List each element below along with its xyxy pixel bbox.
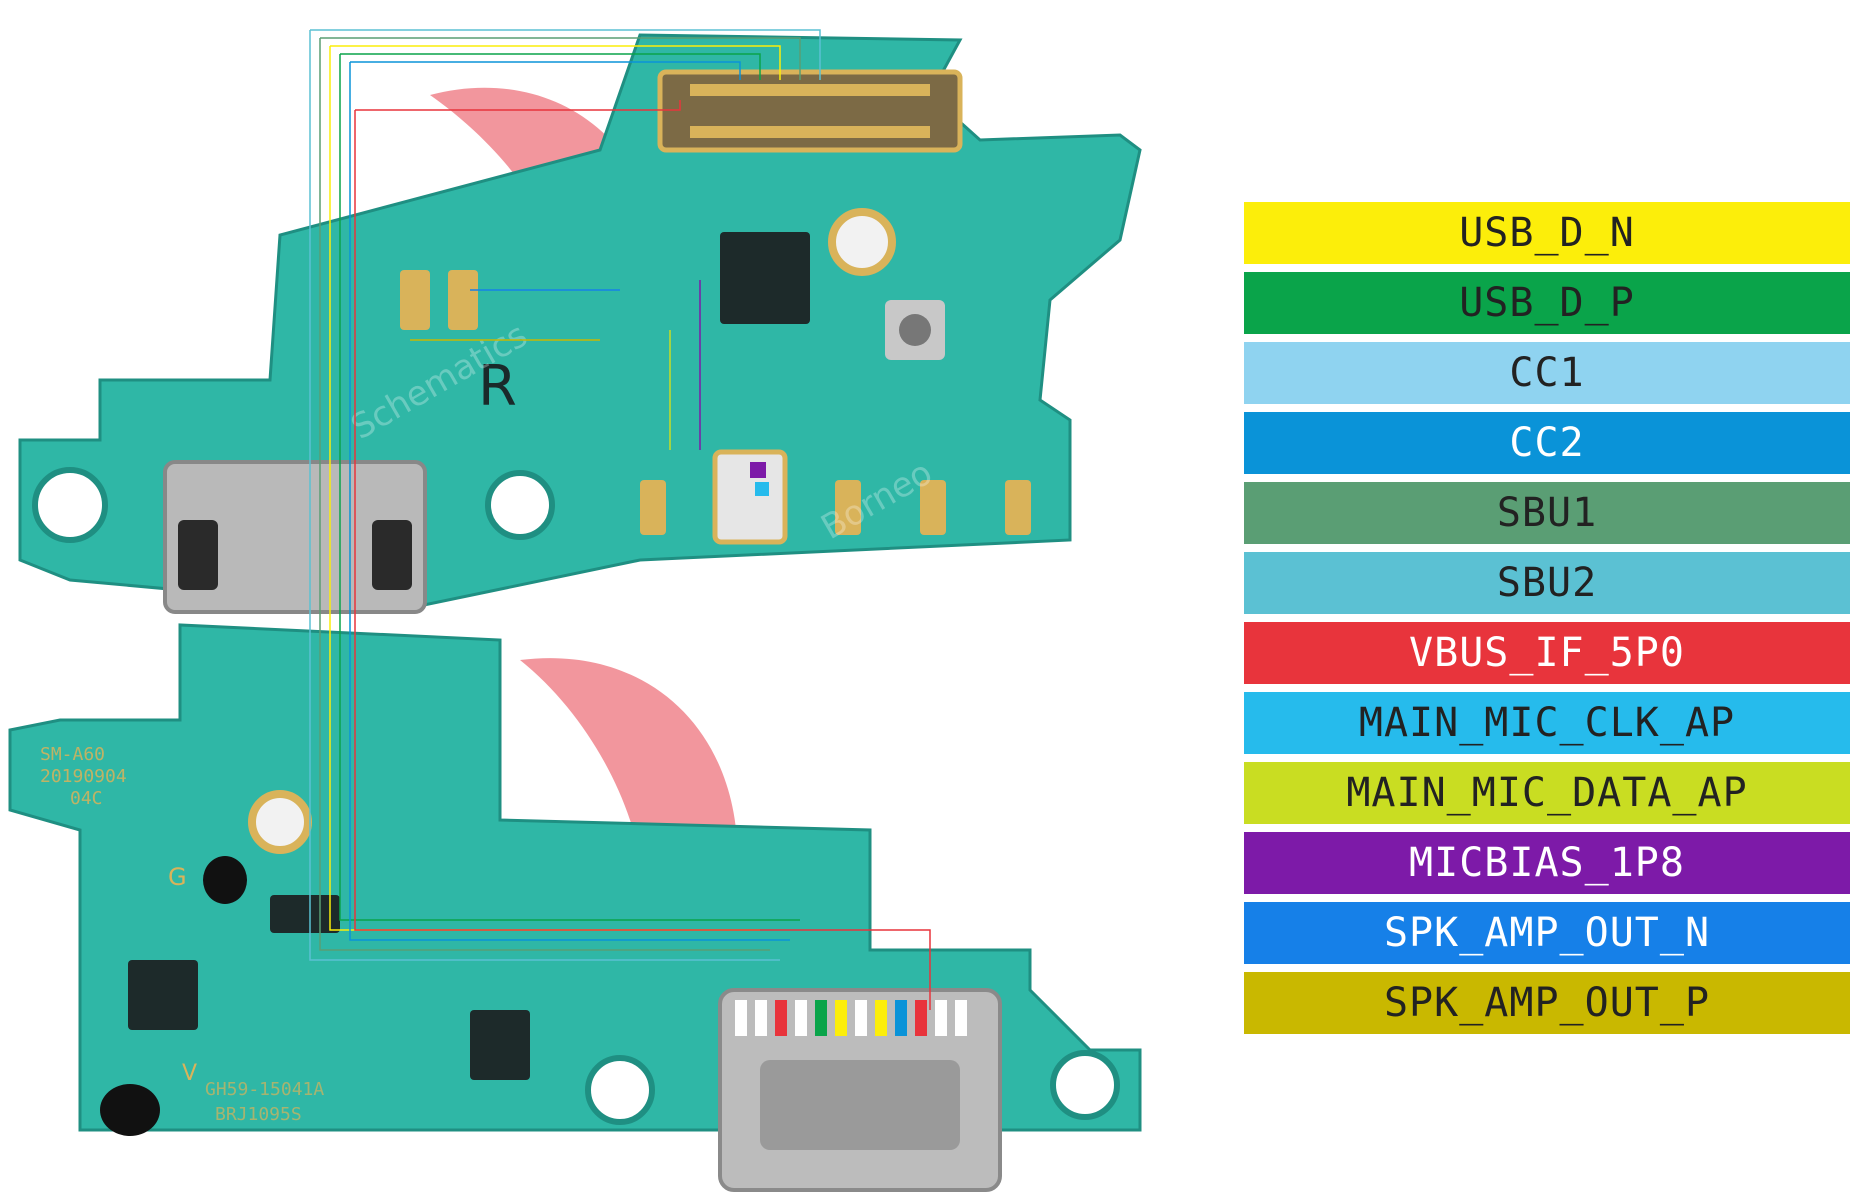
legend-item-label: MAIN_MIC_CLK_AP [1358,700,1736,746]
board-marking-2: 20190904 [40,766,127,787]
legend-item-label: SBU2 [1496,560,1598,606]
legend-item-main-mic-data-ap: MAIN_MIC_DATA_AP [1244,762,1850,824]
silk-r: R [478,354,517,419]
legend-item-sbu1: SBU1 [1244,482,1850,544]
bottom-board: SM-A60 20190904 04C GH59-15041A BRJ1095S… [8,623,1142,1192]
legend-item-usb-d-n: USB_D_N [1244,202,1850,264]
silk-v: V [182,1061,197,1086]
legend-item-main-mic-clk-ap: MAIN_MIC_CLK_AP [1244,692,1850,754]
board-marking-3: 04C [70,788,103,809]
usb-c-pins [735,1000,967,1036]
part-number-2: BRJ1095S [215,1104,302,1125]
legend-item-label: VBUS_IF_5P0 [1409,630,1685,676]
top-board: R [18,33,1142,614]
legend-item-label: CC1 [1509,350,1585,396]
legend-item-vbus-if-5p0: VBUS_IF_5P0 [1244,622,1850,684]
legend-item-cc2: CC2 [1244,412,1850,474]
part-number-1: GH59-15041A [205,1079,324,1100]
legend-item-cc1: CC1 [1244,342,1850,404]
board-marking-1: SM-A60 [40,744,105,765]
legend-item-label: MAIN_MIC_DATA_AP [1346,770,1748,816]
legend-item-label: MICBIAS_1P8 [1409,840,1685,886]
legend-item-usb-d-p: USB_D_P [1244,272,1850,334]
silk-g: G [168,863,187,891]
legend-item-label: SPK_AMP_OUT_N [1383,910,1711,956]
legend-item-label: SPK_AMP_OUT_P [1383,980,1711,1026]
legend-item-label: SBU1 [1496,490,1598,536]
signal-traces [309,29,931,1010]
ic-chip [720,232,810,324]
legend-item-micbias-1p8: MICBIAS_1P8 [1244,832,1850,894]
pcb-photo: R SM-A60 20190904 0 [8,29,1142,1192]
microphone [712,449,788,545]
legend-item-spk-amp-out-n: SPK_AMP_OUT_N [1244,902,1850,964]
legend-item-sbu2: SBU2 [1244,552,1850,614]
legend-item-label: USB_D_P [1459,280,1635,326]
connector-pins [690,84,930,138]
legend-item-label: CC2 [1509,420,1585,466]
legend-item-spk-amp-out-p: SPK_AMP_OUT_P [1244,972,1850,1034]
micro-usb-port [163,460,427,614]
legend-item-label: USB_D_N [1459,210,1635,256]
